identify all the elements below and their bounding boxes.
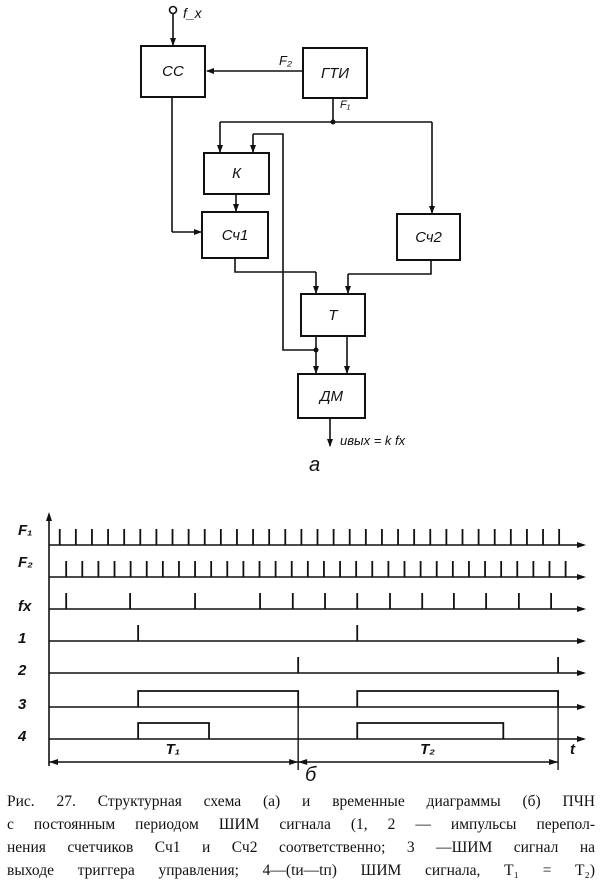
baseline-arrow <box>577 606 586 612</box>
level-pulse <box>356 722 505 739</box>
time-axis-label: t <box>570 741 575 758</box>
figure-caption: Рис. 27. Структурная схема (а) и временн… <box>7 790 595 882</box>
baseline-arrow <box>577 704 586 710</box>
caption-line: с постоянным периодом ШИМ сигнала (1, 2 … <box>7 816 595 833</box>
signal-label: F₁ <box>18 522 33 539</box>
signal-label: 1 <box>18 630 27 647</box>
signal-f1-label: F₁ <box>340 99 351 111</box>
level-pulse <box>137 722 210 739</box>
signal-label: F₂ <box>18 554 33 571</box>
dimension-arrow <box>298 759 308 765</box>
baseline-arrow <box>577 542 586 548</box>
input-label: f_x <box>183 5 202 21</box>
block-sch1: Сч1 <box>201 211 269 259</box>
baseline-arrow <box>577 574 586 580</box>
dimension-arrow <box>49 759 58 765</box>
level-pulse <box>356 690 559 707</box>
level-pulse <box>137 690 300 707</box>
signal-label: 3 <box>18 696 27 713</box>
block-t: Т <box>300 293 366 337</box>
input-terminal <box>168 5 178 15</box>
caption-line: выходе триггера управления; 4—(tи—tп) ШИ… <box>7 862 595 879</box>
sublabel-b: б <box>305 764 317 786</box>
signal-label: 4 <box>18 728 27 745</box>
period-label: T₂ <box>420 741 435 758</box>
signal-f2-label: F₂ <box>279 53 292 68</box>
junction-dot <box>330 119 336 125</box>
output-label: uвых = k fx <box>340 433 406 448</box>
block-dm: ДМ <box>297 373 366 419</box>
baseline-arrow <box>577 638 586 644</box>
timing-diagram <box>46 512 586 770</box>
block-sch2: Сч2 <box>396 213 461 261</box>
baseline-arrow <box>577 736 586 742</box>
vertical-axis-arrow <box>46 512 52 521</box>
sublabel-a: а <box>309 454 321 476</box>
period-label: T₁ <box>165 741 181 758</box>
dimension-arrow <box>549 759 559 765</box>
caption-line: Рис. 27. Структурная схема (а) и временн… <box>7 793 595 810</box>
caption-line: нения счетчиков Сч1 и Сч2 соответственно… <box>7 839 595 856</box>
block-k: К <box>203 152 270 195</box>
signal-label: 2 <box>18 662 27 679</box>
dimension-arrow <box>289 759 299 765</box>
block-cc: СС <box>140 45 206 98</box>
block-gti: ГТИ <box>302 47 368 99</box>
baseline-arrow <box>577 670 586 676</box>
signal-label: fx <box>18 598 32 615</box>
junction-dot <box>313 347 319 353</box>
